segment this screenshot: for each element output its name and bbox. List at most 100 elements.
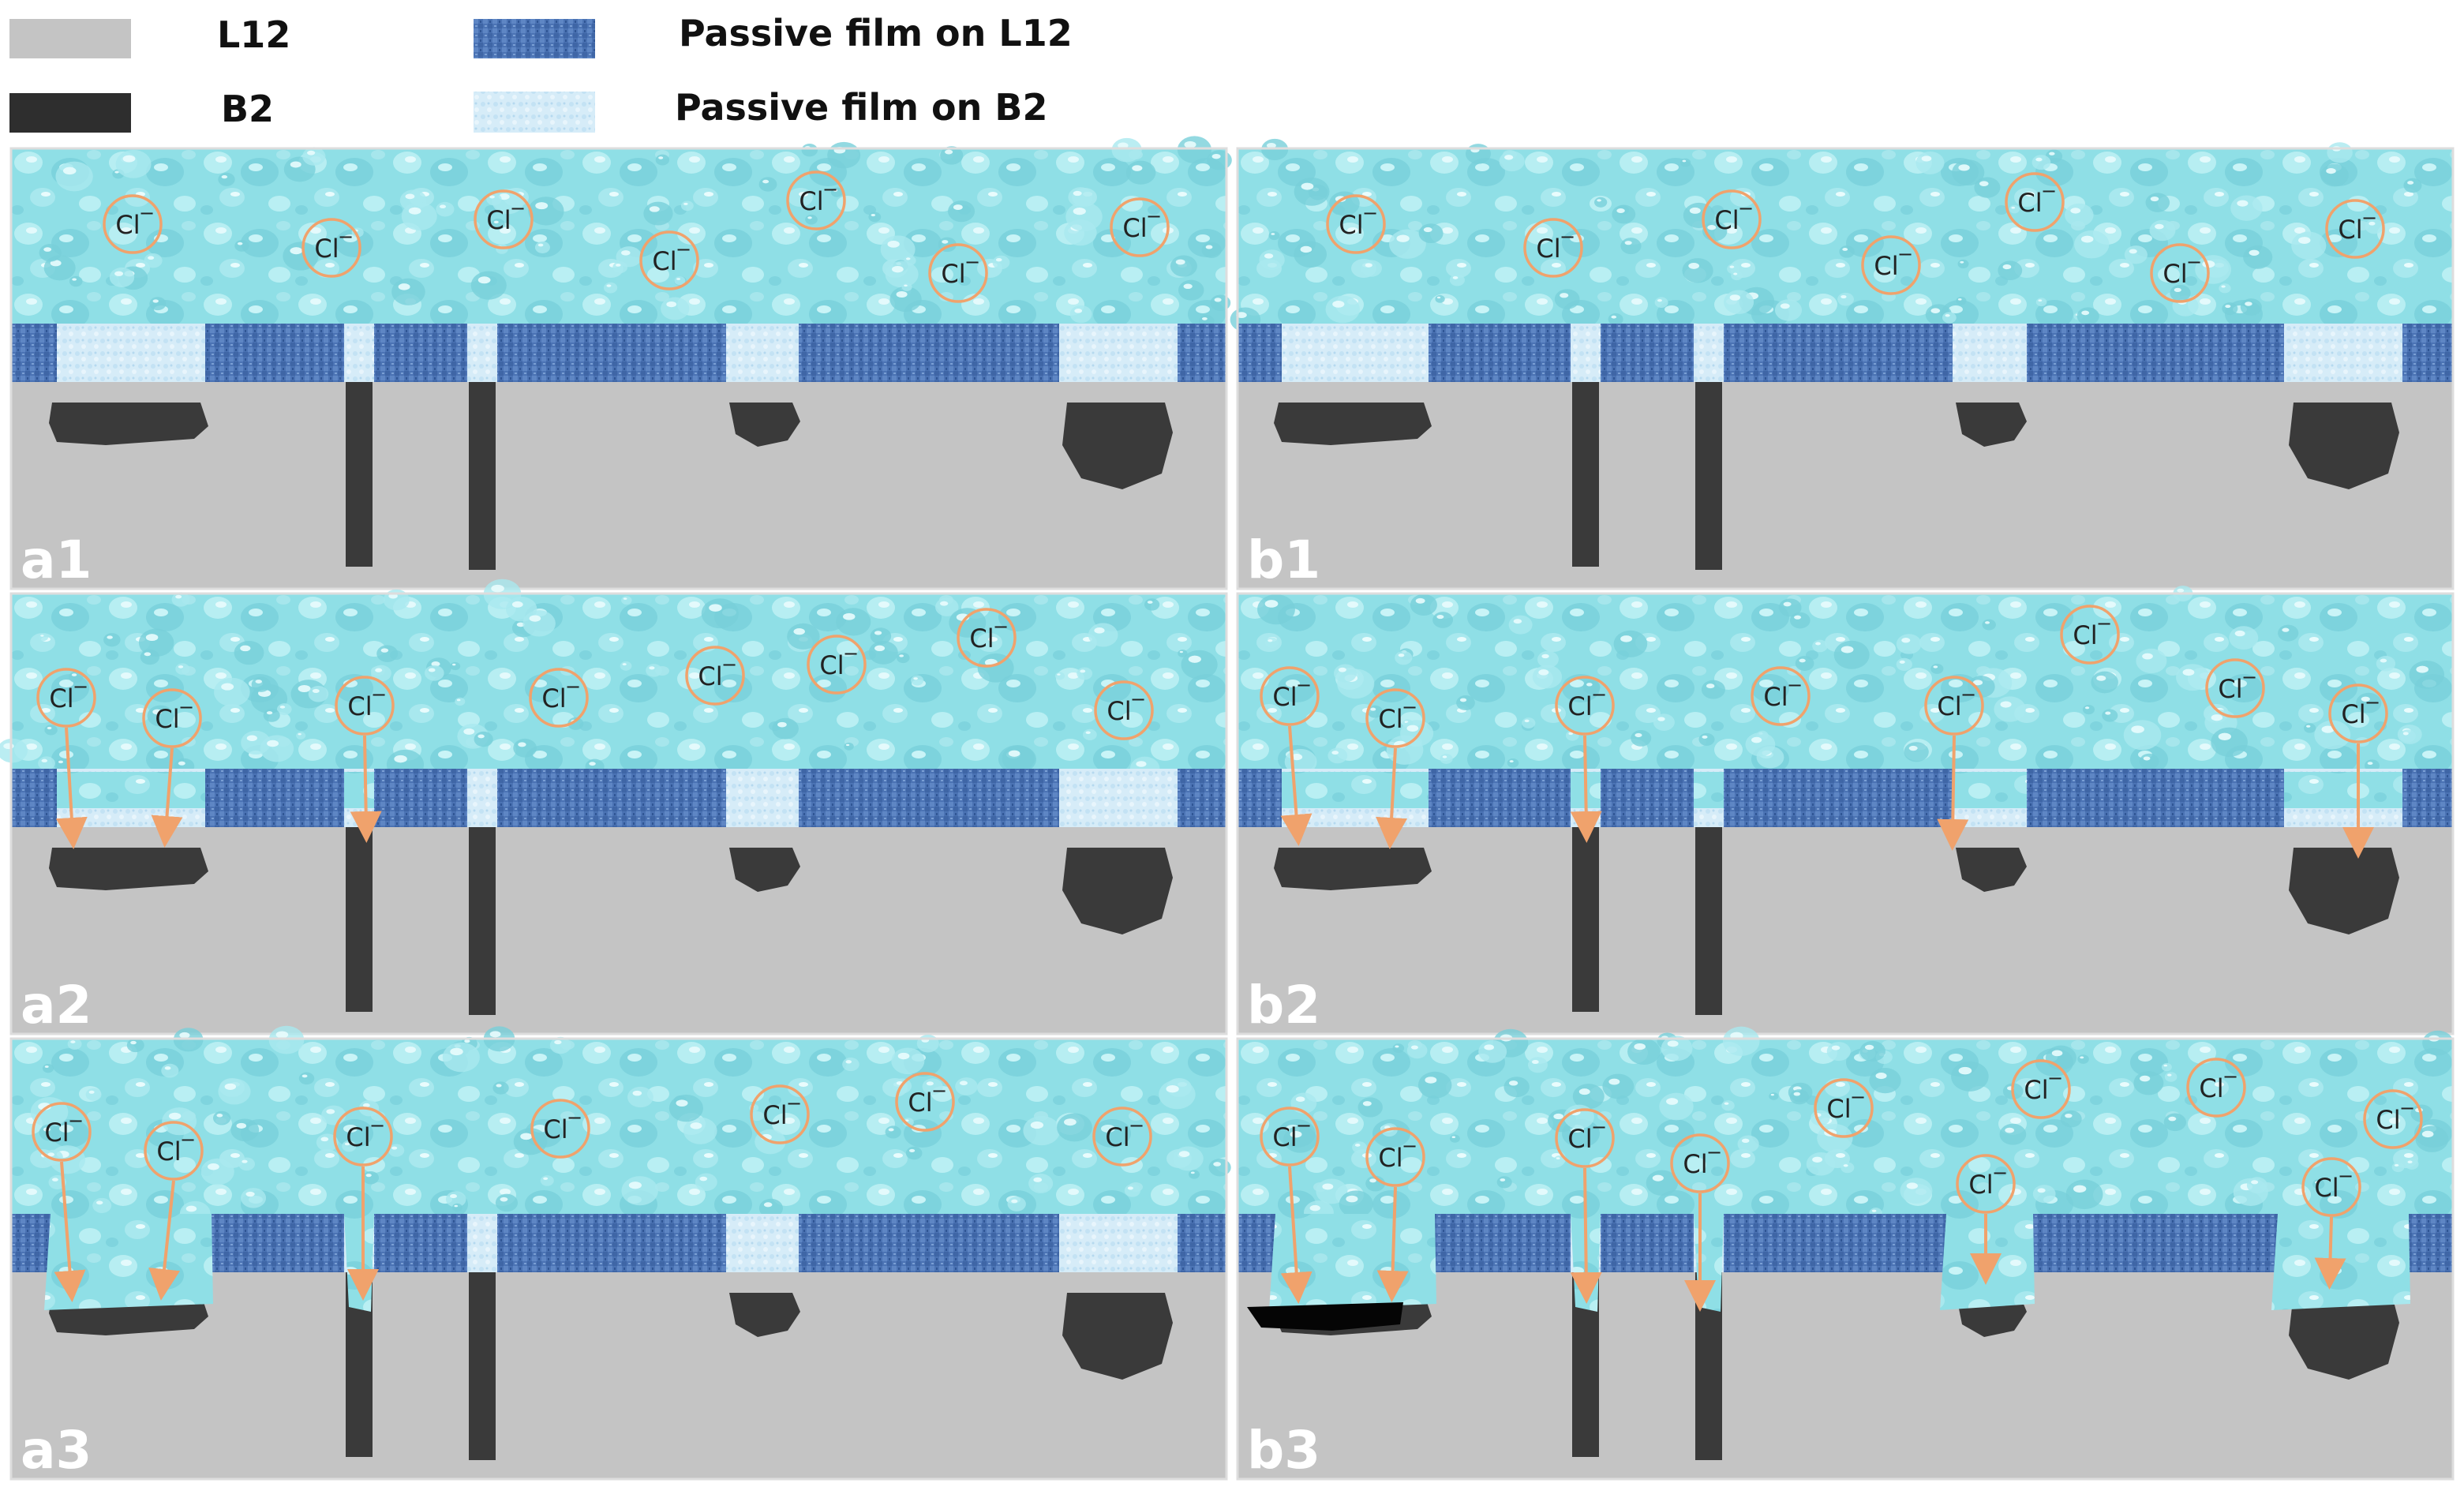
film-b2: [467, 1214, 497, 1272]
droplet-highlight: [1452, 276, 1459, 279]
droplet-highlight: [240, 645, 251, 652]
water-droplet: [1418, 223, 1444, 244]
droplet-highlight: [224, 1083, 237, 1090]
droplet-highlight: [391, 1146, 398, 1150]
droplet-highlight: [658, 156, 664, 159]
water-droplet: [772, 717, 799, 740]
water-droplet: [1508, 615, 1533, 635]
droplet-highlight: [439, 204, 447, 209]
water-droplet: [2229, 626, 2259, 650]
droplet-highlight: [496, 1084, 502, 1088]
chloride-ion: Cl−: [1365, 1127, 1425, 1187]
water-droplet: [1440, 753, 1453, 764]
droplet-highlight: [871, 213, 876, 217]
water-droplet: [263, 708, 280, 722]
droplet-highlight: [1608, 1078, 1620, 1085]
water-droplet: [1998, 260, 2023, 281]
water-droplet: [2149, 219, 2176, 242]
droplet-highlight: [365, 1174, 372, 1178]
droplet-highlight: [874, 631, 882, 635]
b2-lamella: [1572, 827, 1599, 1012]
water-droplet: [1683, 202, 1715, 228]
droplet-highlight: [1369, 1178, 1376, 1183]
droplet-highlight: [1729, 265, 1735, 268]
ion-charge: −: [2241, 666, 2257, 688]
droplet-highlight: [450, 1047, 463, 1056]
water-droplet: [661, 297, 690, 320]
film-l12: [1238, 324, 2453, 382]
ion-charge: −: [964, 251, 980, 273]
droplet-highlight: [874, 645, 886, 652]
ion-label: Cl: [543, 1114, 567, 1144]
droplet-highlight: [1370, 707, 1376, 711]
droplet-highlight: [1309, 1204, 1320, 1212]
water-droplet: [85, 1088, 102, 1101]
water-droplet: [620, 661, 632, 671]
attack-arrow: [350, 735, 382, 843]
water-droplet: [115, 149, 152, 178]
water-droplet: [911, 675, 924, 686]
b2-lamella: [469, 382, 496, 570]
droplet-highlight: [178, 665, 184, 668]
water-droplet: [1789, 1089, 1809, 1105]
droplet-highlight: [683, 202, 688, 206]
droplet-highlight: [1214, 298, 1222, 302]
water-droplet: [701, 598, 740, 629]
droplet-highlight: [275, 1031, 289, 1039]
ion-label: Cl: [1378, 704, 1402, 734]
droplet-highlight: [71, 673, 77, 676]
water-droplet: [844, 742, 854, 751]
water-droplet: [646, 664, 662, 677]
ion-ring: [1326, 194, 1386, 254]
ion-ring: [32, 1102, 92, 1162]
droplet-highlight: [40, 635, 44, 637]
water-droplet: [955, 1077, 978, 1095]
pit: [2271, 1214, 2410, 1310]
water-droplet: [2060, 1110, 2082, 1128]
droplet-highlight: [2237, 200, 2249, 207]
droplet-highlight: [428, 668, 436, 672]
water-droplet: [992, 255, 1010, 270]
droplet-highlight: [511, 601, 523, 608]
chloride-ion: Cl−: [639, 230, 699, 290]
droplet-highlight: [1436, 296, 1441, 299]
droplet-highlight: [1398, 653, 1405, 657]
droplet-highlight: [666, 301, 677, 308]
water-droplet: [1268, 231, 1280, 241]
chloride-ion: Cl−: [1092, 1107, 1152, 1167]
attack-arrow: [148, 1180, 180, 1301]
droplet-highlight: [388, 593, 398, 599]
chloride-ion: Cl−: [530, 1099, 590, 1159]
ion-ring: [2011, 1059, 2071, 1119]
water-droplet: [298, 1072, 315, 1085]
droplet-highlight: [1864, 1044, 1874, 1050]
attack-arrow: [1376, 747, 1408, 849]
water-droplet: [39, 243, 62, 262]
legend-label-film-b2: Passive film on B2: [675, 86, 1048, 129]
chloride-ion: Cl−: [2301, 1157, 2361, 1217]
water-droplet: [1982, 619, 1996, 631]
water-droplet: [2320, 163, 2349, 187]
ion-label: Cl: [1272, 1122, 1297, 1152]
panel-border: [9, 592, 1228, 1035]
legend-label-b2: B2: [221, 88, 274, 130]
film-b2: [726, 1214, 799, 1272]
water-droplet: [1994, 696, 2026, 722]
film-b2: [2284, 324, 2402, 382]
pit-cavity: [1694, 1214, 1724, 1312]
droplet-highlight: [450, 1194, 458, 1199]
ion-ring: [2186, 1058, 2246, 1118]
b2-lamella: [469, 1272, 496, 1460]
droplet-highlight: [1136, 761, 1147, 767]
ion-ring: [786, 170, 846, 230]
water-droplet: [1294, 177, 1330, 206]
water-droplet: [38, 756, 55, 770]
droplet-highlight: [3, 743, 14, 750]
droplet-highlight: [1425, 1077, 1437, 1084]
droplet-highlight: [1500, 1178, 1506, 1182]
droplet-highlight: [38, 1103, 51, 1110]
water-droplet: [1737, 1135, 1759, 1153]
water-droplet: [1456, 695, 1475, 711]
chloride-ion: Cl−: [1751, 666, 1811, 726]
droplet-highlight: [1395, 1045, 1399, 1048]
